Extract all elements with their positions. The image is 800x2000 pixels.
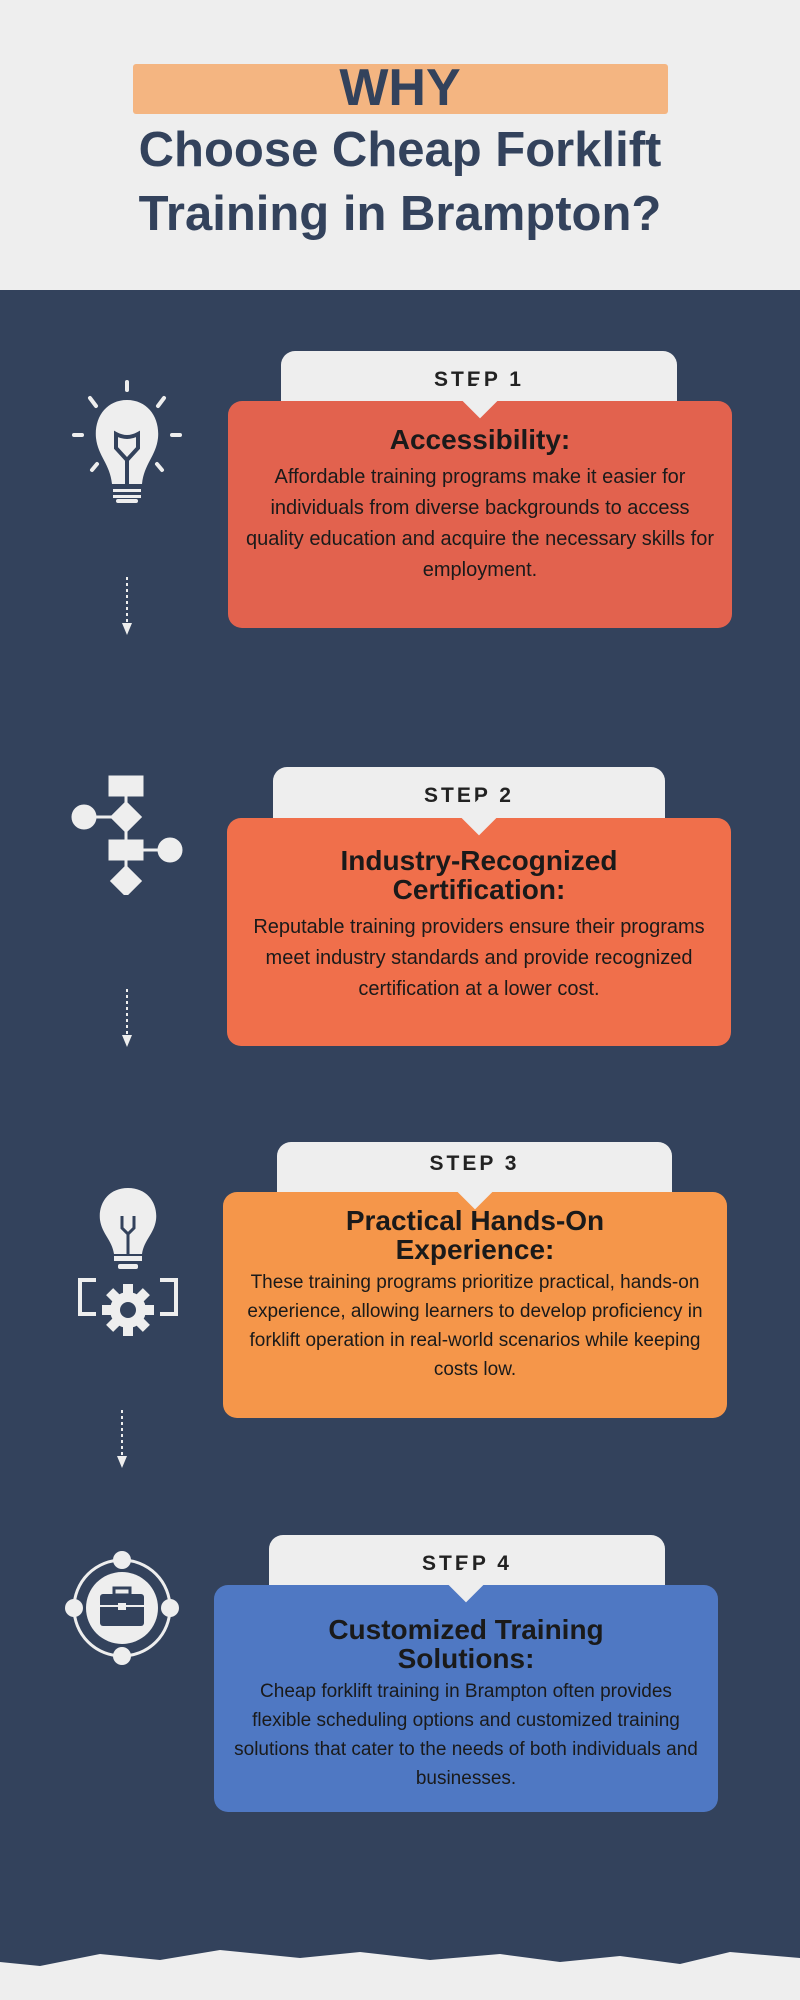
title-line-1: Choose Cheap Forklift [138, 123, 662, 177]
step-2-card: Industry-Recognized Certification: Reput… [227, 798, 731, 1046]
step-1-body: Affordable training programs make it eas… [245, 466, 715, 581]
title-line-2: Training in Brampton? [138, 187, 662, 241]
dotted-arrow-down-icon [122, 989, 132, 1047]
header-why: WHY [339, 59, 461, 117]
step-3-body: These training programs prioritize pract… [247, 1272, 703, 1380]
torn-paper-edge-bottom [0, 1950, 800, 2000]
step-2-body: Reputable training providers ensure thei… [253, 916, 705, 1000]
step-3-title: Practical Hands-On Experience: [345, 1205, 605, 1265]
step-1-card: Accessibility: Affordable training progr… [228, 381, 732, 628]
highlight-brush [133, 64, 668, 114]
flowchart-icon [71, 775, 183, 895]
briefcase-icon [65, 1551, 179, 1665]
step-4-card: Customized Training Solutions: Cheap for… [214, 1565, 718, 1812]
step-4-title: Customized Training Solutions: [328, 1614, 604, 1674]
dotted-arrow-down-icon [122, 577, 132, 635]
lightbulb-gear-icon [78, 1188, 178, 1336]
torn-paper-edge-top [0, 220, 800, 280]
step-4-body: Cheap forklift training in Brampton ofte… [234, 1681, 698, 1789]
lightbulb-icon [72, 380, 182, 503]
step-3-card: Practical Hands-On Experience: These tra… [223, 1172, 727, 1418]
step-1-title: Accessibility: [389, 424, 571, 455]
dotted-arrow-down-icon [117, 1410, 127, 1468]
step-2-title: Industry-Recognized Certification: [340, 845, 618, 905]
